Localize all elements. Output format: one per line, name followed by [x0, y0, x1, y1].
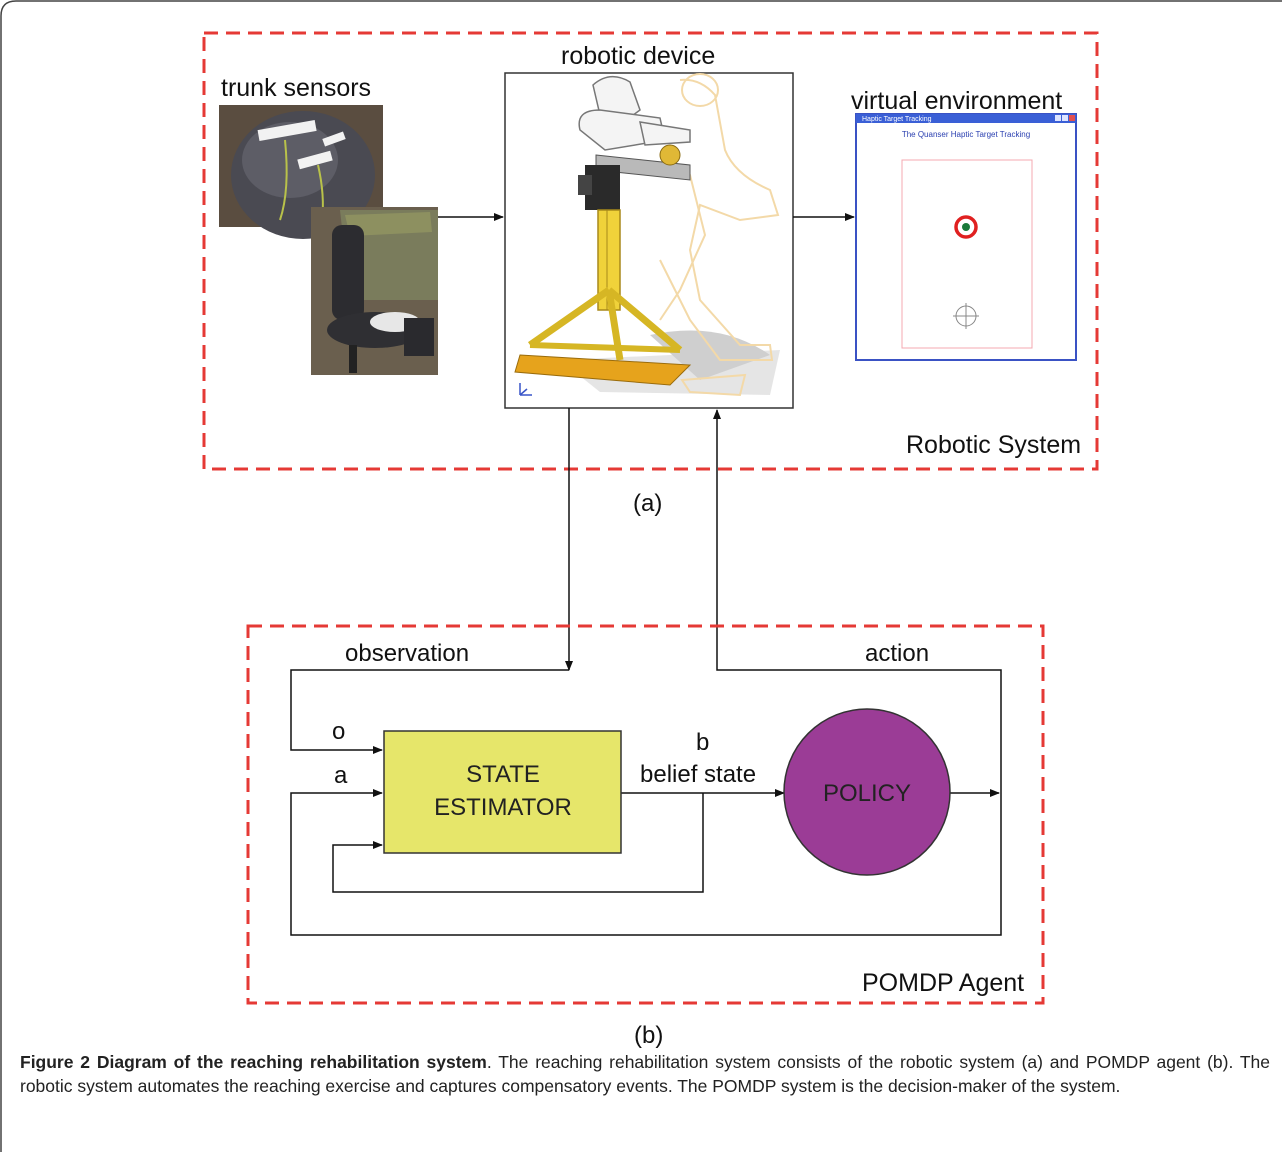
caption-title: Figure 2 Diagram of the reaching rehabil…	[20, 1052, 487, 1072]
action-connector	[713, 409, 1002, 795]
trunk-sensors-photo	[219, 105, 438, 375]
robotic-device-label: robotic device	[561, 42, 716, 70]
section-b-label: (b)	[634, 1022, 664, 1049]
state-estimator-line2: ESTIMATOR	[434, 794, 572, 821]
section-a-label: (a)	[633, 490, 663, 517]
virtual-environment-window: Haptic Target Tracking The Quanser Hapti…	[855, 113, 1077, 361]
window-title: Haptic Target Tracking	[862, 116, 932, 123]
window-heading: The Quanser Haptic Target Tracking	[902, 130, 1030, 139]
robotic-system-boundary	[202, 31, 1099, 471]
o-label: o	[332, 718, 346, 745]
caption-text: . The reaching rehabilitation system con…	[20, 1052, 1271, 1096]
trunk-sensors-label: trunk sensors	[221, 74, 372, 102]
state-estimator-box	[383, 730, 622, 854]
state-estimator-line1: STATE	[466, 761, 540, 788]
a-label: a	[334, 762, 348, 789]
observation-input-line	[290, 669, 569, 754]
crosshair-icon	[953, 303, 979, 329]
action-feedback-line	[290, 789, 1002, 936]
robotic-device-illustration	[514, 73, 780, 397]
pomdp-agent-label: POMDP Agent	[862, 969, 1025, 997]
pomdp-agent-boundary	[246, 624, 1045, 1005]
observation-label: observation	[345, 640, 470, 667]
belief-state-label: belief state	[640, 761, 757, 788]
figure-caption: Figure 2 Diagram of the reaching rehabil…	[20, 1050, 1270, 1098]
virtual-environment-label: virtual environment	[851, 87, 1063, 115]
action-label: action	[865, 640, 930, 667]
policy-label: POLICY	[823, 780, 911, 807]
robotic-system-label: Robotic System	[906, 431, 1082, 459]
policy-circle	[783, 708, 951, 876]
b-label: b	[696, 729, 710, 756]
belief-feedback-line	[332, 793, 704, 893]
